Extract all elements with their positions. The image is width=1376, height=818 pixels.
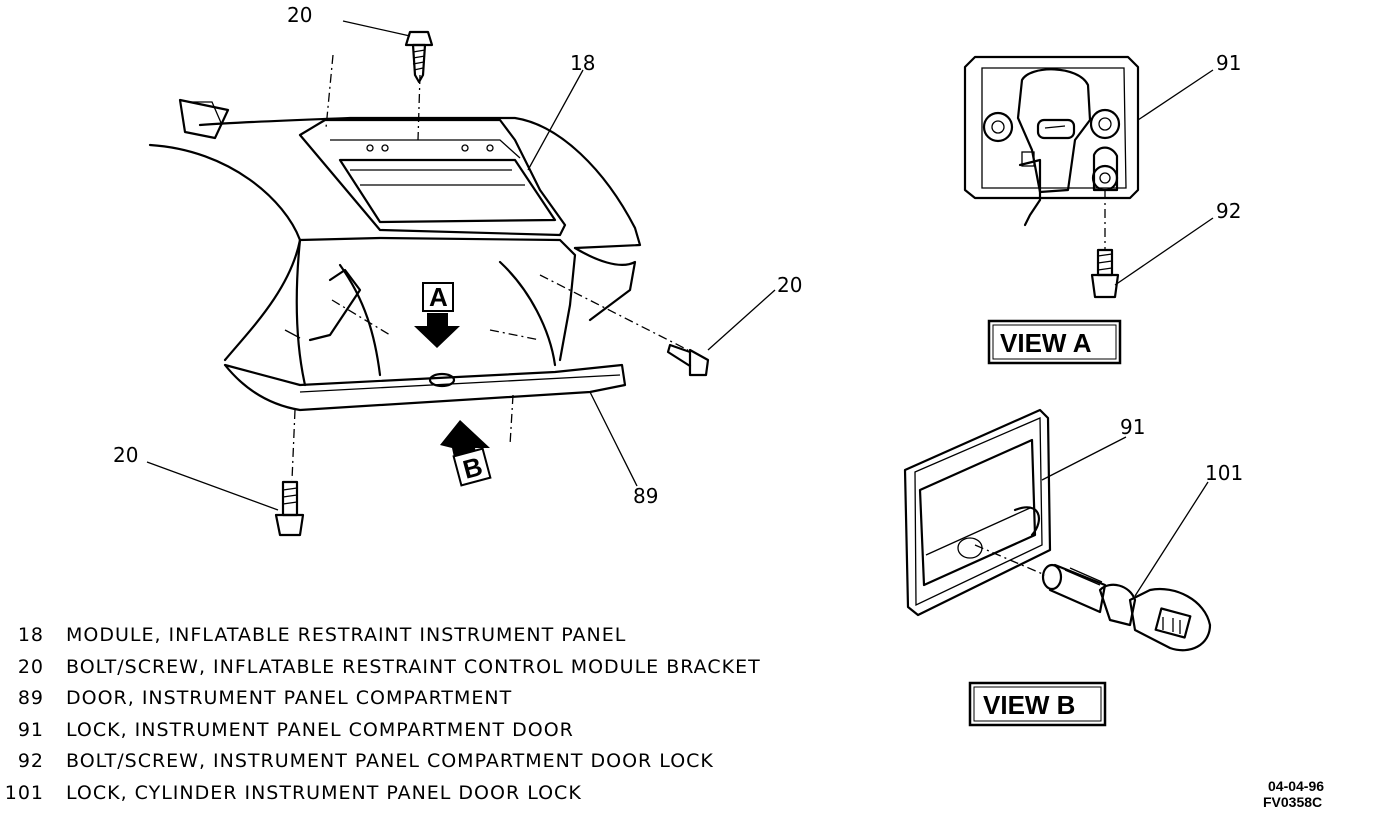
callout-20-right: 20 <box>777 273 802 297</box>
view-a-detail <box>963 55 1214 365</box>
legend-item: 91 LOCK, INSTRUMENT PANEL COMPARTMENT DO… <box>0 715 860 747</box>
view-b-label: VIEW B <box>983 690 1075 720</box>
legend-description: LOCK, INSTRUMENT PANEL COMPARTMENT DOOR <box>66 718 574 741</box>
instrument-panel-assembly <box>146 20 776 537</box>
parts-legend: 18 MODULE, INFLATABLE RESTRAINT INSTRUME… <box>0 620 860 809</box>
figure-code: FV0358C <box>1263 794 1322 810</box>
callout-20-left: 20 <box>113 443 138 467</box>
legend-number: 89 <box>17 687 44 709</box>
legend-description: DOOR, INSTRUMENT PANEL COMPARTMENT <box>66 687 513 709</box>
legend-description: LOCK, CYLINDER INSTRUMENT PANEL DOOR LOC… <box>66 781 582 804</box>
legend-number: 101 <box>4 781 44 804</box>
legend-number: 92 <box>17 750 44 772</box>
legend-number: 20 <box>17 655 44 678</box>
key-icon <box>1128 587 1212 652</box>
view-a-label: VIEW A <box>1000 328 1092 358</box>
callout-92: 92 <box>1216 199 1241 223</box>
legend-number: 18 <box>17 624 44 646</box>
bolt-icon <box>274 480 305 537</box>
bolt-icon <box>404 30 434 84</box>
legend-description: BOLT/SCREW, INSTRUMENT PANEL COMPARTMENT… <box>66 750 714 772</box>
view-b-arrow <box>440 420 492 487</box>
legend-description: BOLT/SCREW, INFLATABLE RESTRAINT CONTROL… <box>66 655 761 678</box>
lock-cylinder-icon <box>974 544 1137 627</box>
callout-20-top: 20 <box>287 3 312 27</box>
legend-item: 18 MODULE, INFLATABLE RESTRAINT INSTRUME… <box>0 620 860 652</box>
callout-18: 18 <box>570 51 595 75</box>
view-a-arrow <box>414 282 460 348</box>
callout-89: 89 <box>633 484 658 508</box>
bolt-icon <box>666 343 710 377</box>
view-a-letter: A <box>429 282 448 312</box>
view-b-detail <box>903 408 1212 727</box>
legend-item: 20 BOLT/SCREW, INFLATABLE RESTRAINT CONT… <box>0 652 860 684</box>
legend-item: 89 DOOR, INSTRUMENT PANEL COMPARTMENT <box>0 683 860 715</box>
legend-description: MODULE, INFLATABLE RESTRAINT INSTRUMENT … <box>66 624 627 646</box>
date-code: 04-04-96 <box>1268 778 1324 794</box>
legend-item: 92 BOLT/SCREW, INSTRUMENT PANEL COMPARTM… <box>0 746 860 778</box>
legend-number: 91 <box>17 718 44 741</box>
bolt-icon <box>1090 248 1120 299</box>
callout-91-view-b: 91 <box>1120 415 1145 439</box>
callout-101: 101 <box>1205 461 1243 485</box>
callout-91-view-a: 91 <box>1216 51 1241 75</box>
legend-item: 101 LOCK, CYLINDER INSTRUMENT PANEL DOOR… <box>0 778 860 810</box>
